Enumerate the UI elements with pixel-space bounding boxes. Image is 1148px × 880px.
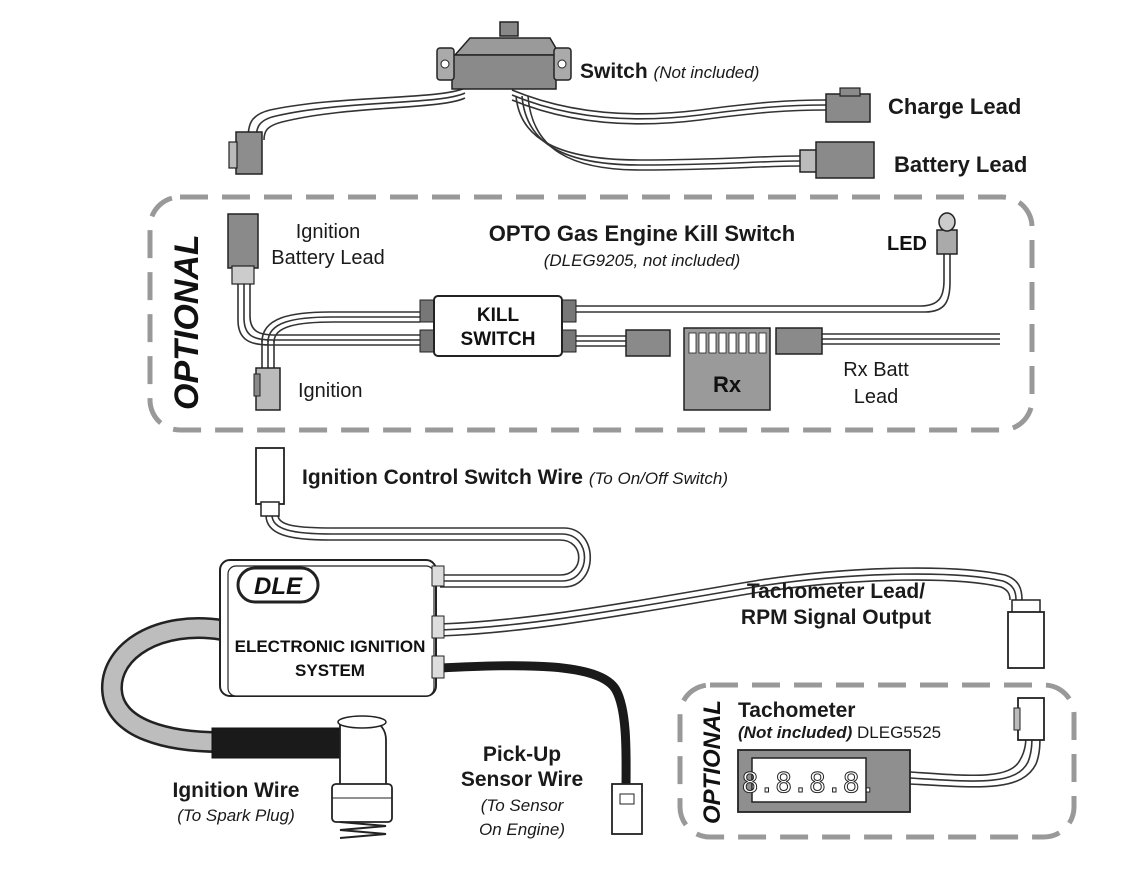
rx-connector-right-icon: [775, 327, 823, 355]
optional-label-top: OPTIONAL: [168, 234, 206, 410]
pickup-sensor-note-1: (To Sensor: [481, 796, 565, 815]
svg-text:KILL: KILL: [477, 305, 520, 326]
kill-switch-title: OPTO Gas Engine Kill Switch: [489, 221, 795, 246]
tachometer-note: (Not included) DLEG5525: [738, 723, 941, 742]
rx-connector-left-icon: [625, 329, 671, 357]
ignition-wire-label: Ignition Wire: [173, 779, 300, 802]
led-icon: [936, 212, 958, 255]
kill-switch-note: (DLEG9205, not included): [544, 251, 741, 270]
switch-harness-wires: [247, 87, 827, 171]
pickup-sensor-label-2: Sensor Wire: [461, 768, 583, 791]
svg-text:Rx: Rx: [713, 372, 742, 397]
ignition-battery-lead-label-2: Battery Lead: [271, 247, 384, 269]
rx-batt-lead-label-1: Rx Batt: [843, 359, 909, 381]
pickup-sensor-note-2: On Engine): [479, 820, 565, 839]
optional-region-bottom: [677, 682, 1077, 840]
control-switch-wire-label: Ignition Control Switch Wire (To On/Off …: [302, 466, 728, 489]
ignition-wire-cable-fill: [103, 619, 224, 751]
ignition-connector-icon: [253, 367, 281, 411]
switch-connector-icon: [228, 131, 263, 175]
dle-logo-icon: [236, 566, 320, 604]
control-switch-connector-icon: [255, 447, 285, 517]
spark-plug-cap-icon: [211, 715, 393, 839]
ignition-battery-lead-connector-icon: [227, 213, 259, 285]
svg-text:SWITCH: SWITCH: [461, 329, 536, 350]
charge-lead-connector-icon: [825, 87, 871, 123]
tachometer-lead-label-2: RPM Signal Output: [741, 606, 931, 629]
battery-lead-label: Battery Lead: [894, 152, 1027, 177]
switch-icon: [436, 21, 572, 90]
receiver-icon: Rx: [683, 327, 771, 411]
pickup-sensor-cable: [439, 661, 631, 791]
tachometer-lead-connector-icon: [1007, 599, 1045, 669]
charge-lead-label: Charge Lead: [888, 94, 1021, 119]
tachometer-connector-icon: [1013, 697, 1045, 741]
pickup-sensor-connector-icon: [611, 783, 643, 835]
ignition-harness-wires: [265, 514, 1023, 637]
pickup-sensor-label-1: Pick-Up: [483, 743, 561, 766]
switch-label: Switch (Not included): [580, 60, 759, 83]
battery-lead-connector-icon: [799, 141, 875, 179]
tachometer-title: Tachometer: [738, 699, 855, 722]
rx-batt-lead-label-2: Lead: [854, 386, 899, 408]
svg-text:DLE: DLE: [254, 573, 303, 600]
ignition-label: Ignition: [298, 380, 363, 402]
ignition-battery-lead-label-1: Ignition: [296, 221, 361, 243]
optional-label-bottom: OPTIONAL: [699, 700, 726, 824]
kill-switch-wires: [237, 250, 1000, 370]
tachometer-lead-label-1: Tachometer Lead/: [747, 580, 925, 603]
ignition-wire-note: (To Spark Plug): [177, 806, 294, 825]
svg-text:ELECTRONIC IGNITION: ELECTRONIC IGNITION: [235, 637, 426, 656]
kill-switch-body: KILL SWITCH: [419, 295, 577, 357]
ignition-unit-body: DLE ELECTRONIC IGNITION SYSTEM: [219, 559, 445, 697]
tachometer-body: 8.8.8.8.: [737, 749, 911, 813]
tachometer-wires: [909, 733, 1041, 788]
led-label: LED: [887, 233, 927, 255]
svg-text:SYSTEM: SYSTEM: [295, 661, 365, 680]
tachometer-display-icon: 8.8.8.8.: [742, 766, 877, 799]
